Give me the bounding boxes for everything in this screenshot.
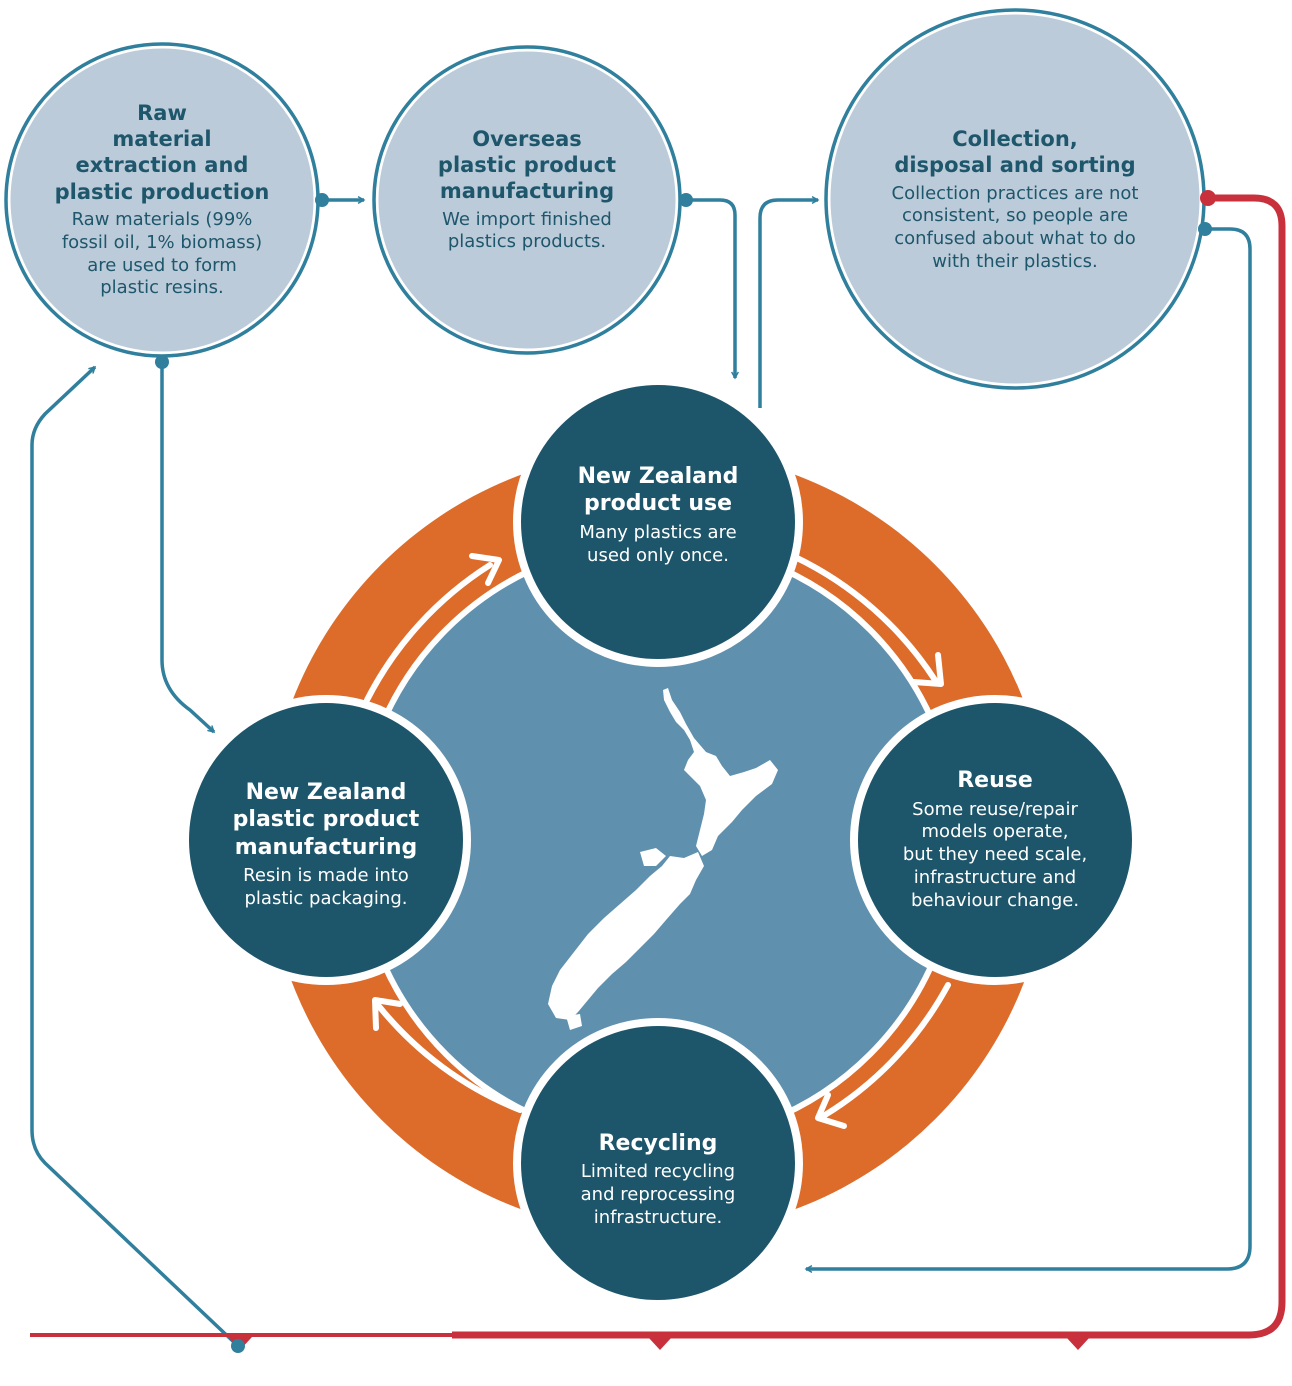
arrow-manufacturing-to-use	[364, 562, 493, 703]
overseas-manufacturing-node: Overseas plastic product manufacturing W…	[407, 100, 647, 280]
arrow-recycling-to-manufacturing	[375, 1002, 523, 1113]
raw-material-description: Raw materials (99% fossil oil, 1% biomas…	[61, 208, 263, 299]
recycling-node: Recycling Limited recycling and reproces…	[538, 1115, 778, 1245]
north-island	[663, 688, 778, 856]
red-connector-dot	[1200, 190, 1216, 206]
connector-bottom-to-raw	[30, 365, 240, 1348]
collection-node: Collection, disposal and sorting Collect…	[855, 100, 1175, 300]
connector-collection-to-recycling	[806, 227, 1252, 1269]
nz-manufacturing-circle	[181, 695, 471, 985]
nz-manufacturing-node: New Zealand plastic product manufacturin…	[206, 760, 446, 930]
raw-material-title: Raw material extraction and plastic prod…	[54, 100, 270, 204]
cycle-arrows	[364, 553, 951, 1129]
reuse-description: Some reuse/repair models operate, but th…	[902, 798, 1088, 912]
red-line-markers	[228, 1337, 1090, 1350]
red-line-collection-loop	[452, 194, 1286, 1339]
stewart-island	[566, 1014, 582, 1030]
recycling-description: Limited recycling and reprocessing infra…	[580, 1161, 736, 1229]
recycling-title: Recycling	[598, 1130, 718, 1156]
nz-product-use-description: Many plastics are used only once.	[579, 521, 737, 566]
overseas-manufacturing-description: We import finished plastics products.	[442, 208, 612, 253]
reuse-circle	[850, 695, 1140, 985]
new-zealand-map-icon	[548, 688, 778, 1030]
red-connectors	[452, 194, 1286, 1339]
arrow-reuse-to-recycling	[822, 982, 951, 1118]
raw-material-node: Raw material extraction and plastic prod…	[42, 70, 282, 330]
overseas-manufacturing-title: Overseas plastic product manufacturing	[437, 126, 617, 204]
connector-dots	[155, 193, 1212, 1353]
reuse-title: Reuse	[957, 768, 1033, 794]
connector-use-to-collection	[758, 200, 818, 408]
collection-description: Collection practices are not consistent,…	[891, 182, 1139, 273]
nz-product-use-node: New Zealand product use Many plastics ar…	[538, 440, 778, 590]
nz-product-use-circle	[513, 377, 803, 667]
nz-manufacturing-title: New Zealand plastic product manufacturin…	[232, 779, 420, 860]
south-island	[548, 852, 704, 1020]
connector-raw-to-nz-manufacturing	[160, 362, 216, 734]
nz-manufacturing-description: Resin is made into plastic packaging.	[243, 865, 409, 910]
reuse-node: Reuse Some reuse/repair models operate, …	[875, 745, 1115, 935]
connector-overseas-to-use	[686, 198, 735, 378]
nz-product-use-title: New Zealand product use	[577, 463, 739, 517]
arrow-use-to-reuse	[792, 554, 938, 683]
recycling-circle	[513, 1018, 803, 1308]
collection-title: Collection, disposal and sorting	[894, 127, 1136, 178]
